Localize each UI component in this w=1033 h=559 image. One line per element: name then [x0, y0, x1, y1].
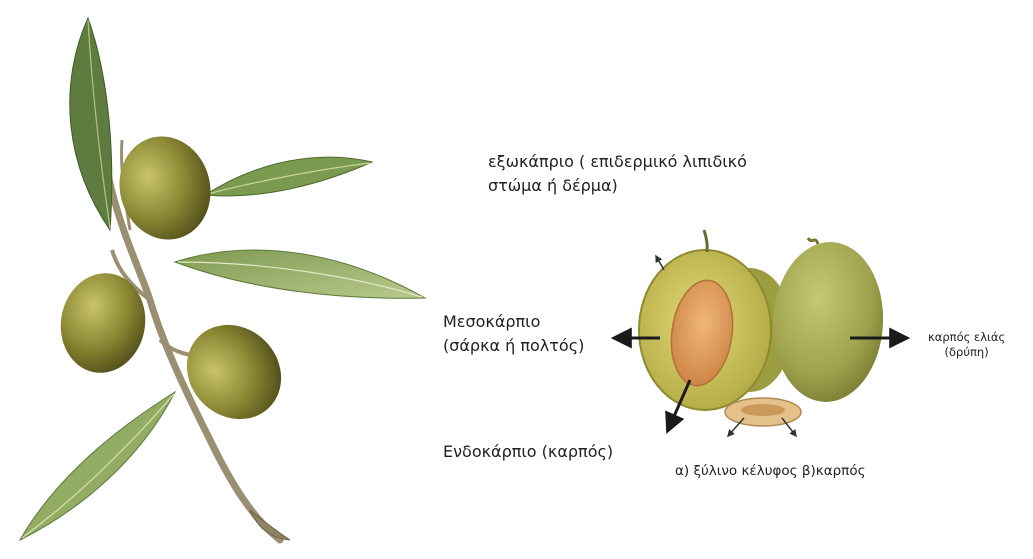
- mesocarp-label: Μεσοκάρπιο (σάρκα ή πολτός): [443, 310, 584, 358]
- shell-seed-label: α) ξύλινο κέλυφος β)καρπός: [675, 462, 866, 480]
- exocarp-label: εξωκάπριο ( επιδερμικό λιπιδικό στώμα ή …: [488, 150, 747, 198]
- mesocarp-label-line1: Μεσοκάρπιο: [443, 310, 584, 334]
- endocarp-label: Ενδοκάρπιο (καρπός): [443, 440, 613, 464]
- fruit-label-line2: (δρύπη): [928, 345, 1005, 360]
- olive-section-illustration: [639, 230, 887, 426]
- seed-disc-core: [741, 404, 785, 416]
- leaf: [205, 157, 372, 196]
- fruit-label-line1: καρπός ελιάς: [928, 330, 1005, 345]
- arrow-exocarp: [656, 256, 664, 270]
- olive-whole: [769, 239, 887, 405]
- fruit-label: καρπός ελιάς (δρύπη): [928, 330, 1005, 360]
- leaf: [20, 392, 175, 540]
- olive-fruit: [168, 306, 301, 439]
- mesocarp-label-line2: (σάρκα ή πολτός): [443, 334, 584, 358]
- olive-fruit: [53, 266, 153, 379]
- olive-cut-stem: [704, 230, 707, 252]
- olive-whole-stem: [808, 238, 818, 244]
- leaf: [175, 250, 425, 298]
- exocarp-label-line1: εξωκάπριο ( επιδερμικό λιπιδικό: [488, 150, 747, 174]
- exocarp-label-line2: στώμα ή δέρμα): [488, 174, 747, 198]
- olive-branch-illustration: [20, 18, 425, 540]
